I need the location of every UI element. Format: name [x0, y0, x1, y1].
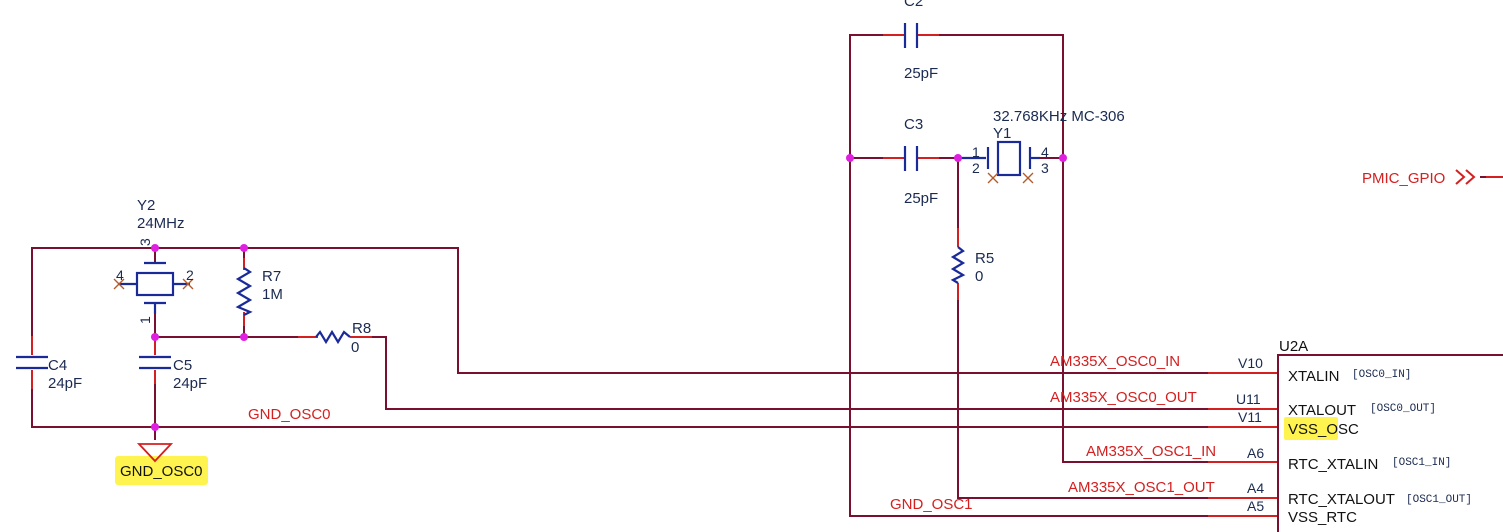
net-label-gnd-osc1: GND_OSC1: [890, 496, 973, 513]
junction-dot: [1059, 154, 1067, 162]
u2a-pin-name-xtalout: XTALOUT: [1288, 402, 1356, 419]
u2a-pin-num-v10: V10: [1238, 355, 1263, 371]
c4-ref: C4: [48, 357, 67, 374]
u2a-pin-name-rtc-xtalin: RTC_XTALIN: [1288, 456, 1378, 473]
wire-gnd-osc0: [31, 383, 1278, 428]
u2a-pin-alt-osc0-in: [OSC0_IN]: [1352, 369, 1411, 381]
ground-symbol-osc0: GND_OSC0: [120, 443, 203, 480]
wire-r5-bottom: [957, 300, 1278, 499]
crystal-y1: 32.768KHz MC-306 Y1 1 2 4 3: [958, 108, 1125, 184]
highlight-gnd-osc0: [115, 456, 208, 485]
resistor-r7: R7 1M: [235, 267, 283, 316]
y1-pin-3: 3: [1041, 160, 1049, 176]
y1-value: 32.768KHz MC-306: [993, 108, 1125, 125]
junction-dot: [240, 244, 248, 252]
junction-dot: [240, 333, 248, 341]
resistor-r5: R5 0: [950, 246, 994, 285]
y1-pin-2: 2: [972, 160, 980, 176]
net-label-osc0-in: AM335X_OSC0_IN: [1050, 353, 1180, 370]
u2a-pin-name-xtalin: XTALIN: [1288, 368, 1339, 385]
net-labels: GND_OSC0 GND_OSC1 AM335X_OSC0_IN AM335X_…: [248, 353, 1216, 513]
u2a-pin-alt-osc1-out: [OSC1_OUT]: [1406, 494, 1472, 506]
junction-dot: [151, 333, 159, 341]
junction-dot: [954, 154, 962, 162]
pmic-gpio-label: PMIC_GPIO: [1362, 170, 1445, 187]
y2-ref: Y2: [137, 197, 155, 214]
wire-osc0-in: [31, 247, 1278, 374]
u2a-pin-alt-osc1-in: [OSC1_IN]: [1392, 457, 1451, 469]
wire-osc0-out: [370, 336, 1278, 410]
y2-pin-3: 3: [137, 238, 153, 246]
ic-u2a: U2A V10 U11 V11 A6 A4 A5 XTALIN [OSC0_IN…: [1236, 338, 1503, 532]
y2-value: 24MHz: [137, 215, 185, 232]
r8-ref: R8: [352, 320, 371, 337]
capacitor-c3: C3 25pF: [903, 116, 938, 207]
c3-ref: C3: [904, 116, 923, 133]
y1-pin-4: 4: [1041, 144, 1049, 160]
r5-ref: R5: [975, 250, 994, 267]
wire-c2-left: [849, 34, 1278, 517]
c4-value: 24pF: [48, 375, 82, 392]
junction-dots: [151, 154, 1067, 431]
y2-pin-2: 2: [186, 267, 194, 283]
y1-no-connect-marks: [987, 172, 1034, 184]
u2a-pin-name-vss-osc: VSS_OSC: [1288, 421, 1359, 438]
y1-ref: Y1: [993, 125, 1011, 142]
r7-ref: R7: [262, 268, 281, 285]
ground-symbol-label: GND_OSC0: [120, 463, 203, 480]
u2a-pin-num-v11: V11: [1238, 409, 1262, 425]
y2-no-connect-marks: [113, 278, 194, 290]
c2-ref: C2: [904, 0, 923, 10]
wires: [31, 34, 1503, 517]
wire-c2-right: [935, 34, 1278, 463]
u2a-pin-num-a5: A5: [1247, 498, 1264, 514]
u2a-pin-num-u11: U11: [1236, 391, 1261, 407]
net-label-osc1-out: AM335X_OSC1_OUT: [1068, 479, 1215, 496]
highlight-vss-osc: [1284, 417, 1338, 440]
c5-ref: C5: [173, 357, 192, 374]
u2a-pin-name-vss-rtc: VSS_RTC: [1288, 509, 1357, 526]
junction-dot: [151, 423, 159, 431]
y2-pin-4: 4: [116, 267, 124, 283]
crystal-y2: Y2 24MHz 3 4 2 1: [113, 197, 194, 324]
c5-value: 24pF: [173, 375, 207, 392]
u2a-pin-alt-osc0-out: [OSC0_OUT]: [1370, 403, 1436, 415]
net-label-osc1-in: AM335X_OSC1_IN: [1086, 443, 1216, 460]
pmic-gpio-offpage-connector: PMIC_GPIO: [1362, 169, 1476, 187]
c2-value: 25pF: [904, 65, 938, 82]
r7-value: 1M: [262, 286, 283, 303]
capacitor-c4: C4 24pF: [16, 355, 82, 392]
u2a-pin-num-a4: A4: [1247, 480, 1264, 496]
wire-y2-bottom: [154, 312, 298, 338]
resistor-r8: R8 0: [315, 320, 371, 356]
y2-pin-1: 1: [137, 316, 153, 324]
pin-stubs: [31, 34, 1503, 517]
net-label-gnd-osc0: GND_OSC0: [248, 406, 331, 423]
u2a-body-outline: [1277, 354, 1503, 532]
c3-value: 25pF: [904, 190, 938, 207]
r8-value: 0: [351, 339, 359, 356]
net-label-osc0-out: AM335X_OSC0_OUT: [1050, 389, 1197, 406]
u2a-pin-num-a6: A6: [1247, 445, 1264, 461]
capacitor-c5: C5 24pF: [139, 355, 207, 392]
u2a-ref: U2A: [1279, 338, 1308, 355]
r5-value: 0: [975, 268, 983, 285]
capacitor-c2: C2 25pF: [903, 0, 938, 82]
u2a-pin-name-rtc-xtalout: RTC_XTALOUT: [1288, 491, 1395, 508]
junction-dot: [151, 244, 159, 252]
junction-dot: [846, 154, 854, 162]
y1-pin-1: 1: [972, 144, 980, 160]
